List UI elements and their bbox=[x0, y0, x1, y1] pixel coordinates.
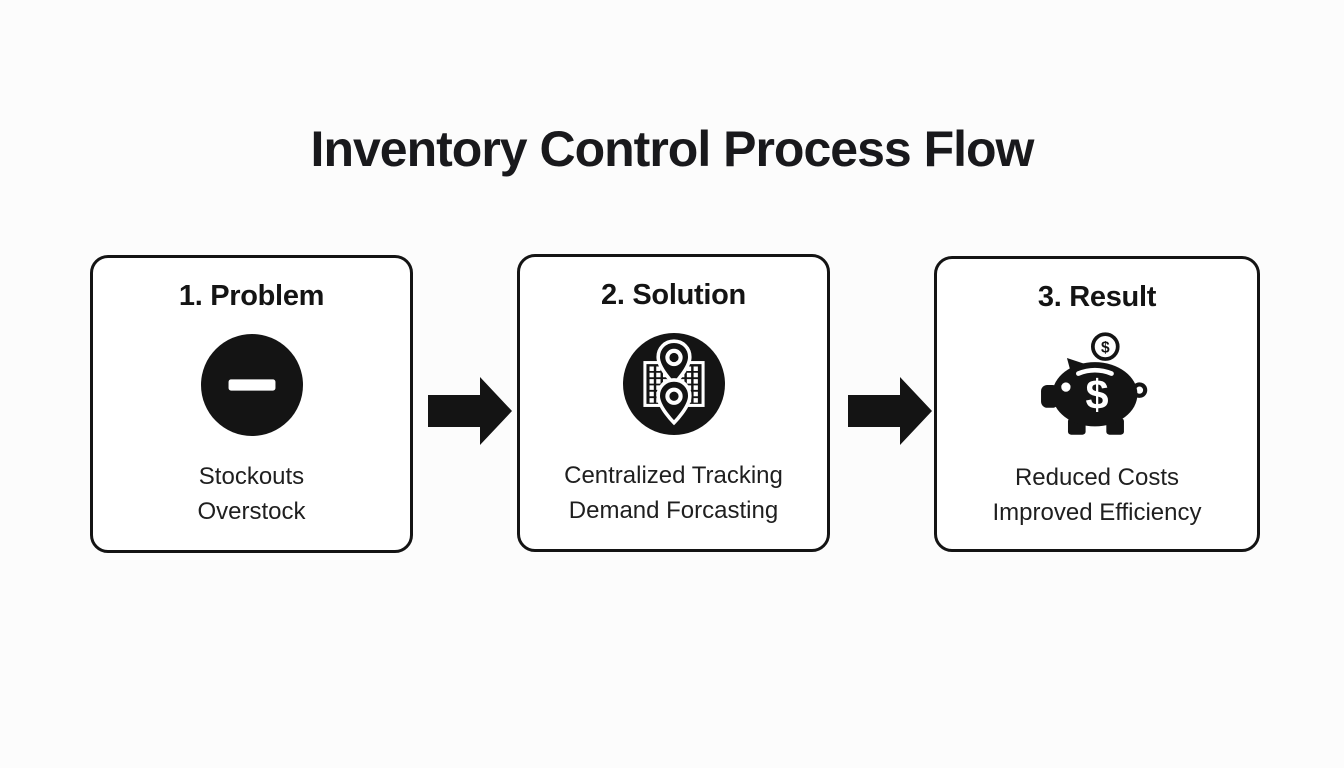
step-line: Overstock bbox=[197, 498, 306, 525]
piggy-bank-icon: $ $ bbox=[1041, 332, 1148, 435]
step-heading-problem: 1. Problem bbox=[178, 280, 325, 312]
flow-arrow-icon bbox=[848, 377, 932, 445]
map-pins-tracking-icon bbox=[622, 333, 725, 435]
step-icon-slot: $ $ bbox=[1040, 330, 1154, 442]
step-heading-result: 3. Result bbox=[1037, 281, 1157, 313]
svg-text:$: $ bbox=[1101, 339, 1110, 356]
step-line: Demand Forcasting bbox=[568, 497, 779, 524]
step-description: Centralized Tracking Demand Forcasting bbox=[564, 458, 783, 528]
step-description: Reduced Costs Improved Efficiency bbox=[993, 460, 1202, 530]
step-description: Stockouts Overstock bbox=[197, 459, 305, 529]
diagram-title: Inventory Control Process Flow bbox=[310, 121, 1035, 177]
step-line: Improved Efficiency bbox=[992, 499, 1202, 526]
step-icon-slot bbox=[200, 329, 303, 441]
step-heading-solution: 2. Solution bbox=[601, 279, 746, 311]
step-line: Centralized Tracking bbox=[564, 462, 783, 489]
step-line: Reduced Costs bbox=[1014, 464, 1180, 491]
step-line: Stockouts bbox=[198, 463, 305, 490]
step-box-solution: 2. Solution bbox=[517, 254, 830, 552]
step-icon-slot bbox=[622, 328, 725, 440]
minus-circle-icon bbox=[200, 334, 303, 436]
svg-text:$: $ bbox=[1085, 371, 1108, 418]
step-box-result: 3. Result $ bbox=[934, 256, 1260, 552]
flow-arrow-icon bbox=[428, 377, 512, 445]
step-box-problem: 1. Problem Stockouts Overstock bbox=[90, 255, 413, 553]
